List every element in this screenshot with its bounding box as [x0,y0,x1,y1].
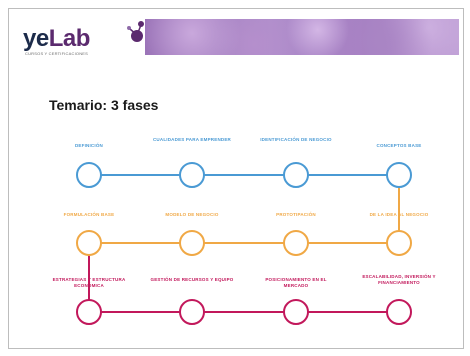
phase-1-node-4 [386,162,412,188]
phase-1-node-2 [179,162,205,188]
phase-2-label-3: PROTOTIPACIÓN [276,212,316,217]
logo-tagline: CURSOS Y CERTIFICACIONES [25,51,89,56]
phase-3-node-2 [179,299,205,325]
phase-1-node-1 [76,162,102,188]
phase-1-label-2: CUALIDADES PARA EMPRENDER [152,137,231,142]
phase-2-node-3 [283,230,309,256]
phase-3-label-1: ESTRATEGIAS Y ESTRUCTURA ECONÓMICA [52,277,126,288]
phase-3-label-3: POSICIONAMIENTO EN EL MERCADO [265,277,327,288]
phase-3-node-4 [386,299,412,325]
phase-2-node-4 [386,230,412,256]
header-banner [145,19,459,55]
logo-text-main: ye [23,25,49,52]
slide-title: Temario: 3 fases [49,97,159,113]
slide: yeLab CURSOS Y CERTIFICACIONES Temario: … [8,8,464,349]
phase-1-label-1: DEFINICIÓN [74,143,103,148]
phase-3-label-2: GESTIÓN DE RECURSOS Y EQUIPO [150,277,234,282]
molecule-icon [127,21,144,42]
phase-1-node-3 [283,162,309,188]
phase-2-node-1 [76,230,102,256]
phase-2-label-1: FORMULACIÓN BASE [63,212,115,217]
phase-3-node-1 [76,299,102,325]
phase-2-label-2: MODELO DE NEGOCIO [165,212,219,217]
phase-2-node-2 [179,230,205,256]
phase-1-label-3: IDENTIFICACIÓN DE NEGOCIO [260,137,332,142]
phases-diagram [76,162,412,325]
phase-1-label-4: CONCEPTOS BASE [376,143,422,148]
slide-header: yeLab CURSOS Y CERTIFICACIONES [9,9,463,61]
yelab-logo: yeLab CURSOS Y CERTIFICACIONES [23,13,153,57]
phase-3-label-4: ESCALABILIDAD, INVERSIÓN Y FINANCIAMIENT… [362,274,436,285]
logo-text-accent: Lab [48,25,91,52]
phase-2-label-4: DE LA IDEA AL NEGOCIO [369,212,429,217]
phase-3-node-3 [283,299,309,325]
